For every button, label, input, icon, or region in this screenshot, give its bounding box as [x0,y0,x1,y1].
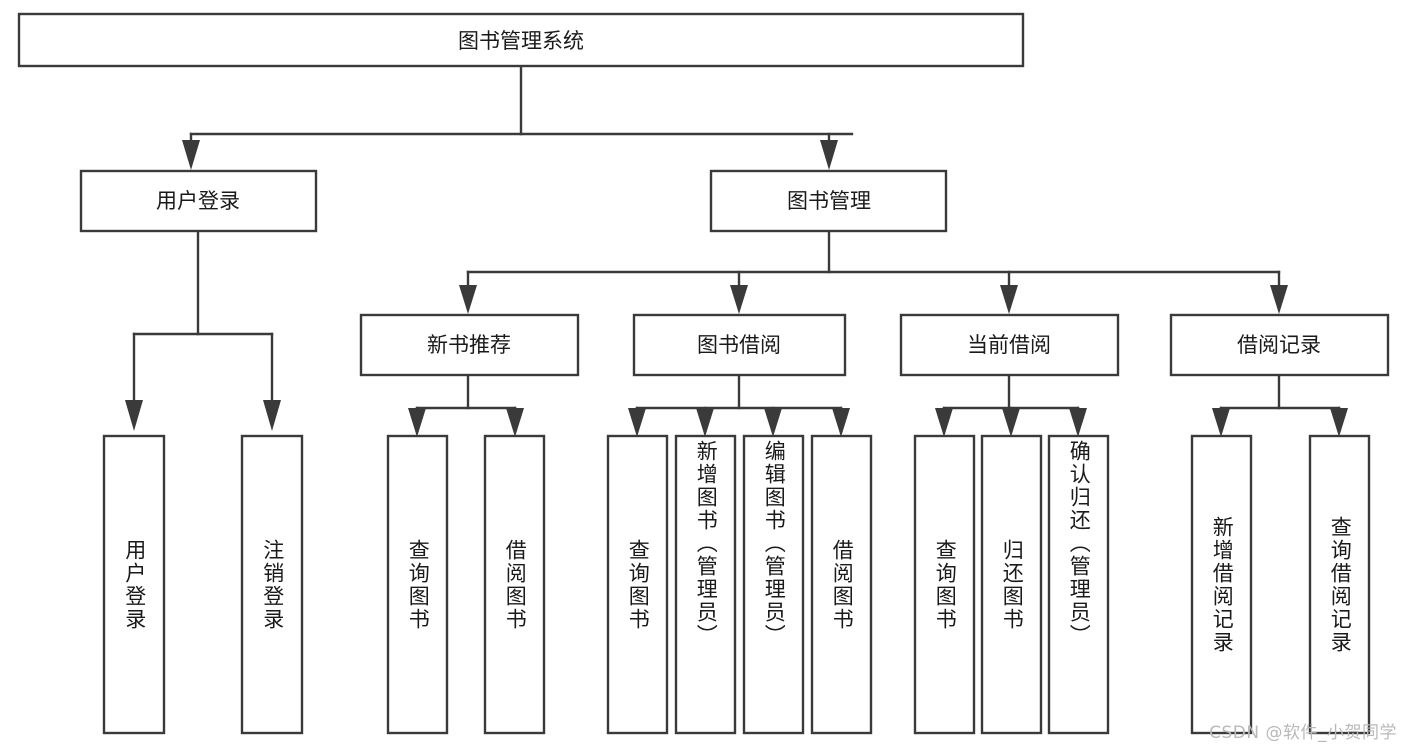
arrow-root-to-user-login [182,140,200,170]
leaf-box-borrow-1[interactable] [606,434,669,735]
connector-group-borrow-record [1212,373,1348,437]
leaf-box-borrow-4[interactable] [810,434,873,735]
leaf-box-current-2[interactable] [980,434,1043,735]
node-root-label: 图书管理系统 [458,29,584,53]
node-book-borrow-box[interactable] [632,313,847,377]
leaf-box-user-login-1[interactable] [102,434,166,735]
node-user-login-box[interactable] [79,169,318,233]
node-new-book-label: 新书推荐 [427,333,511,357]
leaf-box-borrow-3[interactable] [742,434,805,735]
arrow-bm-to-record [1270,285,1288,314]
arrow-user-login-leaf2 [263,400,281,431]
connector-group-new-book [408,373,524,437]
connector-group-root [182,64,854,170]
csdn-watermark: CSDN @软件_小贺同学 [1209,723,1397,743]
leaf-box-new-book-1[interactable] [386,434,449,735]
arrow-cb-leaf3 [1069,408,1087,437]
node-book-manage-box[interactable] [709,169,948,233]
connector-group-user-login [125,229,281,431]
node-borrow-record-box[interactable] [1169,313,1390,377]
arrow-user-login-leaf1 [125,400,143,431]
arrow-bb-leaf4 [832,408,850,437]
arrow-bm-to-borrow [730,285,748,314]
connector-group-current-borrow [935,373,1087,437]
leaf-box-new-book-2[interactable] [483,434,546,735]
arrow-nb-leaf1 [408,408,426,437]
arrow-bm-to-current [1000,285,1018,314]
connector-group-book-borrow [628,373,850,437]
leaf-box-record-2[interactable] [1308,434,1371,735]
leaf-box-user-login-2[interactable] [240,434,304,735]
node-root-box[interactable] [17,12,1025,68]
leaf-box-current-3[interactable] [1047,434,1110,735]
leaf-box-borrow-2[interactable] [674,434,737,735]
node-current-borrow-label: 当前借阅 [967,333,1051,357]
arrow-bb-leaf1 [628,408,646,437]
arrow-br-leaf2 [1330,408,1348,437]
node-new-book-box[interactable] [359,313,580,377]
node-borrow-record-label: 借阅记录 [1237,333,1321,357]
arrow-br-leaf1 [1212,408,1230,437]
arrow-cb-leaf1 [935,408,953,437]
node-book-manage-label: 图书管理 [787,189,871,213]
leaf-box-current-1[interactable] [913,434,976,735]
node-user-login-label: 用户登录 [156,189,240,213]
node-book-borrow-label: 图书借阅 [697,333,781,357]
arrow-bb-leaf2 [696,408,714,437]
connector-group-book-manage [459,229,1288,314]
leaf-box-record-1[interactable] [1190,434,1253,735]
node-current-borrow-box[interactable] [899,313,1120,377]
arrow-bm-to-newbook [459,285,477,314]
arrow-cb-leaf2 [1002,408,1020,437]
arrow-bb-leaf3 [764,408,782,437]
arrow-nb-leaf2 [506,408,524,437]
arrow-root-to-book-manage [820,140,838,170]
